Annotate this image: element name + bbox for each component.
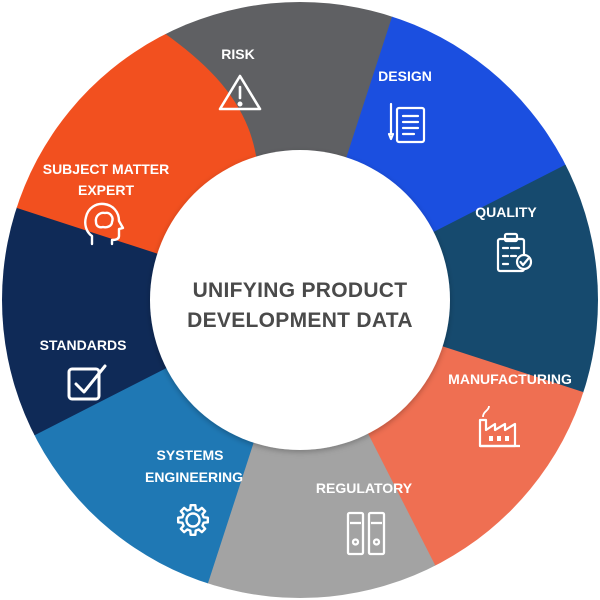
segment-label-subject-matter-expert-1: SUBJECT MATTER — [43, 161, 170, 177]
segment-label-standards: STANDARDS — [40, 337, 127, 353]
gear-icon — [176, 503, 210, 537]
clipboard-check-icon — [496, 232, 533, 273]
segment-label-manufacturing: MANUFACTURING — [448, 371, 572, 387]
segment-label-quality: QUALITY — [475, 204, 537, 220]
center-title-line-2: DEVELOPMENT DATA — [187, 309, 413, 332]
segment-label-systems-engineering-1: SYSTEMS — [157, 447, 224, 463]
head-brain-icon — [84, 202, 125, 246]
document-pen-icon — [387, 102, 426, 144]
segment-label-risk: RISK — [221, 46, 254, 62]
warning-icon — [218, 74, 262, 111]
checkbox-icon — [67, 364, 107, 401]
binders-icon — [346, 511, 386, 556]
segment-label-subject-matter-expert-2: EXPERT — [78, 182, 134, 198]
segment-label-design: DESIGN — [378, 68, 432, 84]
segment-label-regulatory: REGULATORY — [316, 480, 413, 496]
center-title-line-1: UNIFYING PRODUCT — [193, 279, 408, 302]
segment-label-systems-engineering-2: ENGINEERING — [145, 469, 243, 485]
factory-icon — [478, 405, 520, 448]
center-circle — [150, 150, 450, 450]
